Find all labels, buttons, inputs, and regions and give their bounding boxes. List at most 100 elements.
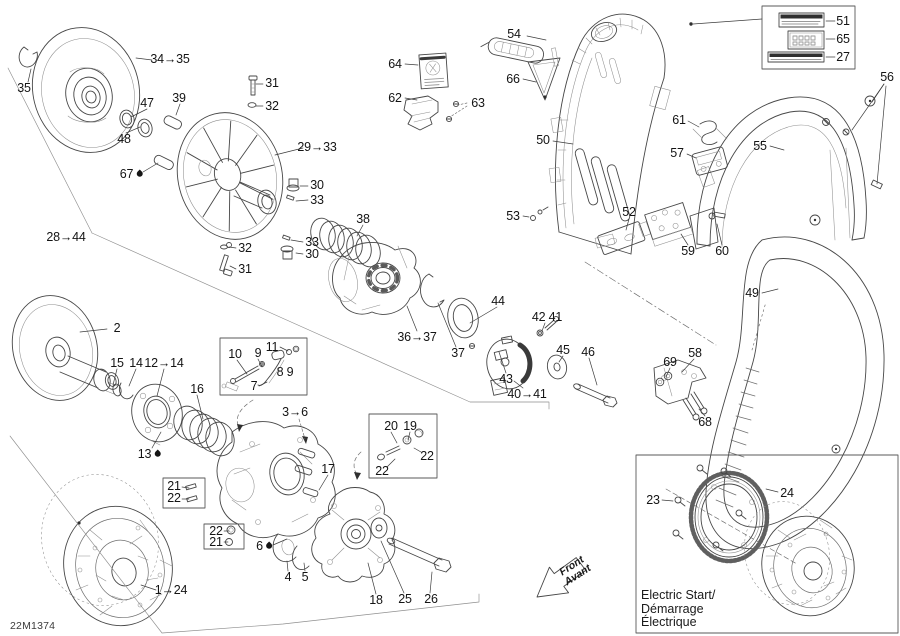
leader-line [290,239,304,243]
part-sliders-30-33 [280,178,300,260]
leader-line [661,499,674,502]
part-primary-fixed-sheave [31,27,141,153]
part-clutch-housing [216,381,336,538]
leader-line [406,305,418,332]
electric-start-box [635,454,899,634]
part-pins-17 [294,447,319,498]
leader-line [386,458,396,468]
part-bolt-31-bottom [219,244,233,277]
leader-line [229,265,237,270]
part-bracket-57 [691,146,728,176]
leader-line [380,540,405,594]
part-bracket-52 [597,221,651,255]
leader-line [356,224,364,237]
part-drive-belt [705,236,885,550]
leader-line [522,78,537,83]
leader-line [686,153,697,159]
leader-line [295,252,304,255]
part-spring-16 [173,405,235,457]
part-screw-42-washer-41 [536,316,559,337]
leader-line [469,306,498,324]
leader-line [526,35,547,41]
leader-line [429,571,433,594]
leader-line [390,431,398,444]
part-plate-12-14 [131,383,183,446]
leader-line [513,380,524,389]
leader-line [79,328,108,333]
part-washer-25 [370,517,388,539]
leader-line [27,68,32,83]
construction-dash-line [584,261,717,346]
part-bolt-31-top [247,75,258,108]
part-clip-61 [692,120,728,145]
leader-line [295,199,309,202]
leader-line [437,302,457,348]
leader-line [175,103,181,116]
part-bracket-58 [653,359,707,405]
leader-line [680,233,689,246]
leader-line [404,63,419,66]
leader-line [318,474,329,491]
electric-start-line-1: Electric Start/ [641,588,716,602]
part-clutch-assembly [41,474,173,627]
leader-line [156,368,165,397]
part-handle-54 [480,37,545,64]
front-direction-arrow [536,557,587,598]
leader-line [130,108,148,118]
part-bracket-59 [644,202,694,247]
document-code: 22M1374 [10,620,56,632]
leader-line [228,246,237,249]
part-front-fixed-sheave [11,295,122,401]
construction-dash-line [751,301,767,351]
part-screws-63 [445,100,460,123]
group-boundary-line [7,67,93,234]
leader-line [716,223,723,246]
leader-line [274,147,304,156]
leader-line [404,97,418,101]
pin-kit-box [368,413,438,479]
leader-line [112,368,118,386]
part-bracket-66 [527,47,561,101]
leader-line [303,562,306,572]
part-damper-block-62 [403,95,439,131]
o-ring-box [203,523,245,550]
part-bushing-4-ring-5 [272,533,310,570]
part-spider [311,487,396,583]
construction-dash-line [665,488,798,565]
group-boundary-line [9,435,480,634]
construction-dash-line [449,105,468,118]
leader-line [128,368,137,387]
leader-line [665,367,671,378]
part-governor-housing [486,335,533,396]
construction-dash-line [457,102,468,106]
leader-line [286,560,289,572]
electric-start-caption: Electric Start/ Démarrage Électrique [641,588,716,630]
leader-line [135,57,153,61]
leader-line [125,126,141,134]
part-rings-15-14 [104,372,134,400]
leader-line [541,322,546,332]
part-nuts-69 [655,371,673,387]
set-screw-box [162,477,206,509]
leader-line [151,431,162,449]
leader-line [413,447,422,453]
leader-line [367,562,377,595]
leader-line [407,431,411,441]
leader-line [681,358,695,373]
leader-line [258,381,268,387]
leader-line [692,18,763,25]
part-caution-sticker-64 [418,52,449,90]
leader-line [769,145,785,151]
leader-line [181,486,190,489]
leader-line [761,288,779,294]
part-pins-39 [153,115,182,170]
assembly-arrows [236,399,362,480]
part-fasteners-53 [530,206,549,221]
part-washer-45 [546,354,568,380]
lever-kit-box [219,337,308,396]
part-bolts-68 [682,391,708,421]
leader-line [588,357,598,386]
leader-line [698,408,706,417]
